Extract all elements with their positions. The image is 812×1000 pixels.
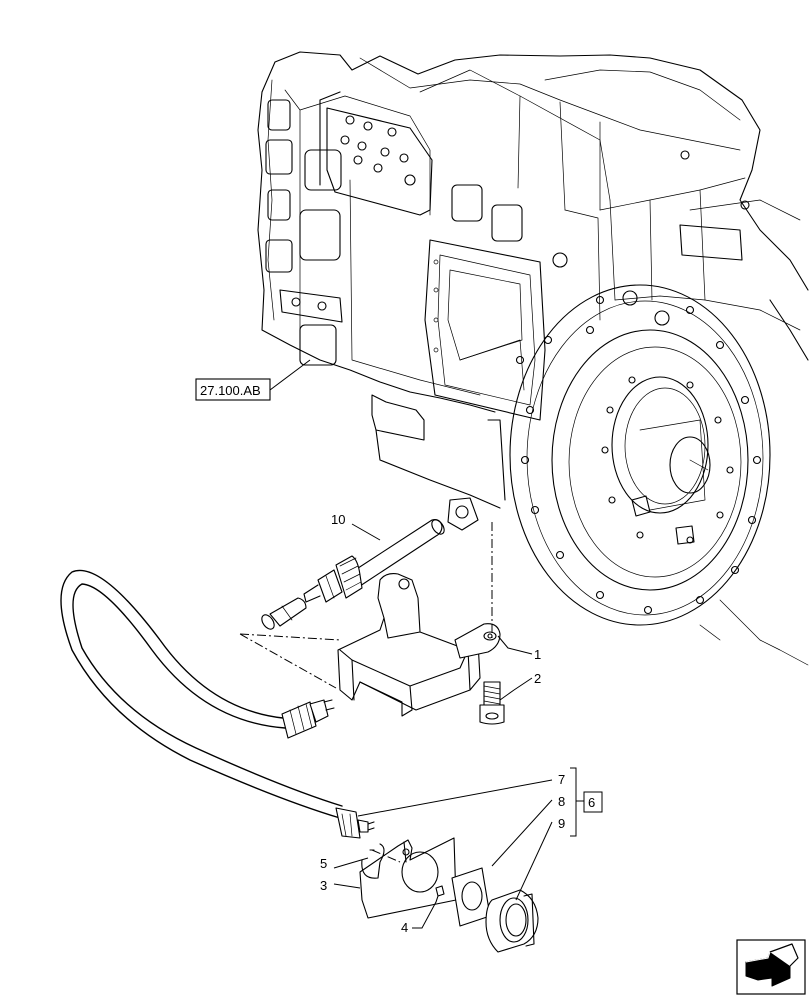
part-5-screw bbox=[369, 849, 401, 863]
wiring-harness bbox=[60, 569, 375, 839]
part-9-socket bbox=[485, 889, 539, 953]
part-4-screw bbox=[435, 885, 445, 903]
callout-4: 4 bbox=[401, 920, 408, 935]
part-1-bracket bbox=[337, 573, 501, 717]
reference-label: 27.100.AB bbox=[200, 383, 261, 398]
callout-7: 7 bbox=[558, 772, 565, 787]
reference-link-27-100-ab[interactable]: 27.100.AB bbox=[195, 378, 271, 401]
leader-lines bbox=[269, 359, 584, 929]
callout-10: 10 bbox=[331, 512, 345, 527]
nav-arrow-icon[interactable] bbox=[736, 939, 806, 995]
part-10-sensor bbox=[261, 519, 445, 630]
part-2-bolt bbox=[479, 681, 505, 725]
callout-1: 1 bbox=[534, 647, 541, 662]
callout-8: 8 bbox=[558, 794, 565, 809]
callout-9: 9 bbox=[558, 816, 565, 831]
callout-labels: 10 1 2 7 8 9 5 3 4 bbox=[320, 512, 565, 935]
callout-6: 6 bbox=[588, 795, 595, 810]
callout-2: 2 bbox=[534, 671, 541, 686]
callout-3: 3 bbox=[320, 878, 327, 893]
part-8-gasket bbox=[451, 867, 491, 927]
callout-5: 5 bbox=[320, 856, 327, 871]
transmission-housing bbox=[257, 51, 809, 666]
group-ref-6[interactable]: 6 bbox=[583, 791, 603, 813]
part-3-plate bbox=[359, 837, 457, 919]
